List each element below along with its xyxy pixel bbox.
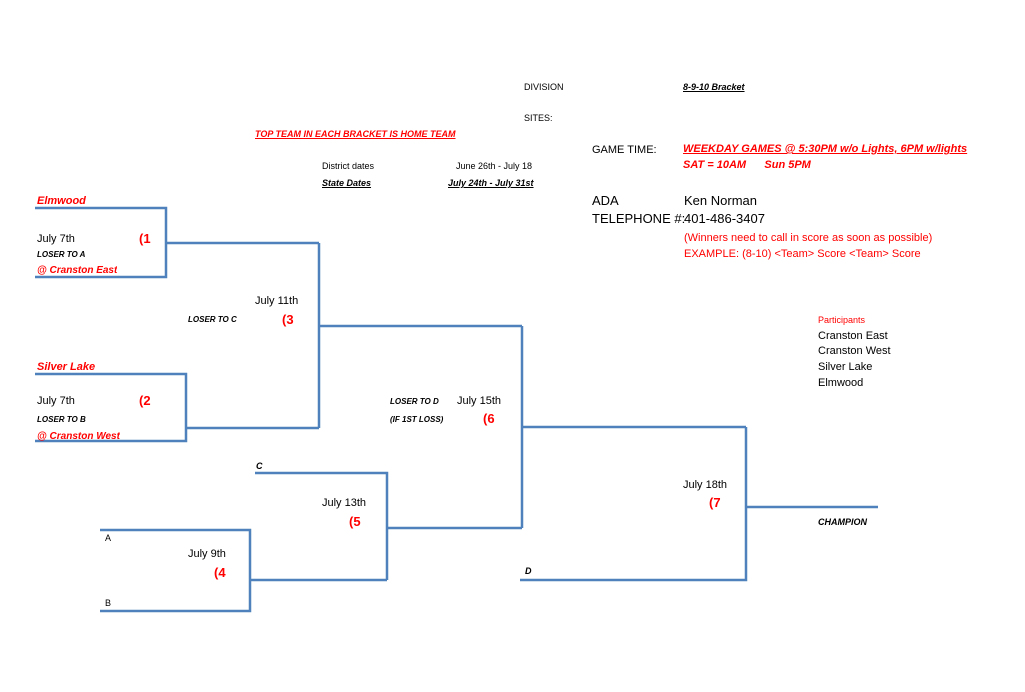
game1-number: (1 [139, 231, 151, 246]
participant: Cranston East [818, 330, 888, 342]
game5-number: (5 [349, 514, 361, 529]
state-value: July 24th - July 31st [448, 178, 534, 188]
participant: Silver Lake [818, 361, 873, 373]
game6-loser-note: (IF 1ST LOSS) [390, 415, 444, 424]
game3-date: July 11th [255, 295, 299, 307]
slot-d: D [525, 566, 532, 576]
game4-number: (4 [214, 565, 226, 580]
game4-date: July 9th [188, 548, 226, 560]
game5-bracket [255, 471, 522, 580]
game1-loser: LOSER TO A [37, 250, 86, 259]
game7-date: July 18th [683, 479, 728, 491]
game3-bracket [317, 243, 522, 428]
game6-loser: LOSER TO D [390, 397, 439, 406]
game7-number: (7 [709, 495, 721, 510]
score-example: EXAMPLE: (8-10) <Team> Score <Team> Scor… [684, 248, 921, 260]
district-label: District dates [322, 161, 375, 171]
home-team-note: TOP TEAM IN EACH BRACKET IS HOME TEAM [255, 129, 456, 139]
division-value: 8-9-10 Bracket [683, 82, 745, 92]
game2-date: July 7th [37, 395, 75, 407]
game2-number: (2 [139, 393, 151, 408]
game-time-label: GAME TIME: [592, 144, 657, 156]
game2-loser: LOSER TO B [37, 415, 86, 424]
game4-bracket [100, 528, 387, 613]
sites-label: SITES: [524, 113, 553, 123]
game2-team: Silver Lake [37, 361, 96, 373]
score-note: (Winners need to call in score as soon a… [684, 232, 933, 244]
district-value: June 26th - July 18 [456, 161, 533, 171]
slot-c: C [256, 461, 263, 471]
phone-label: TELEPHONE #: [592, 211, 686, 226]
game1-site: @ Cranston East [37, 265, 118, 275]
game1-team: Elmwood [37, 195, 86, 207]
weekend-times: SAT = 10AM Sun 5PM [683, 159, 811, 171]
game7-bracket [520, 427, 878, 582]
game3-loser: LOSER TO C [188, 315, 237, 324]
game5-date: July 13th [322, 497, 367, 509]
participants-title: Participants [818, 315, 866, 325]
phone-value: 401-486-3407 [684, 211, 765, 226]
ada-label: ADA [592, 193, 619, 208]
participant: Cranston West [818, 345, 891, 357]
game6-bracket [520, 326, 746, 528]
game1-date: July 7th [37, 233, 75, 245]
slot-b: B [105, 598, 112, 608]
game3-number: (3 [282, 312, 294, 327]
game2-bracket [35, 372, 319, 443]
game1-bracket [35, 206, 319, 279]
division-label: DIVISION [524, 82, 564, 92]
game6-number: (6 [483, 411, 495, 426]
state-label: State Dates [322, 178, 372, 188]
game6-date: July 15th [457, 395, 502, 407]
game2-site: @ Cranston West [37, 431, 120, 441]
ada-value: Ken Norman [684, 193, 757, 208]
participant: Elmwood [818, 377, 864, 389]
champion-label: CHAMPION [818, 517, 867, 527]
weekday-times: WEEKDAY GAMES @ 5:30PM w/o Lights, 6PM w… [683, 143, 968, 155]
slot-a: A [105, 533, 112, 543]
